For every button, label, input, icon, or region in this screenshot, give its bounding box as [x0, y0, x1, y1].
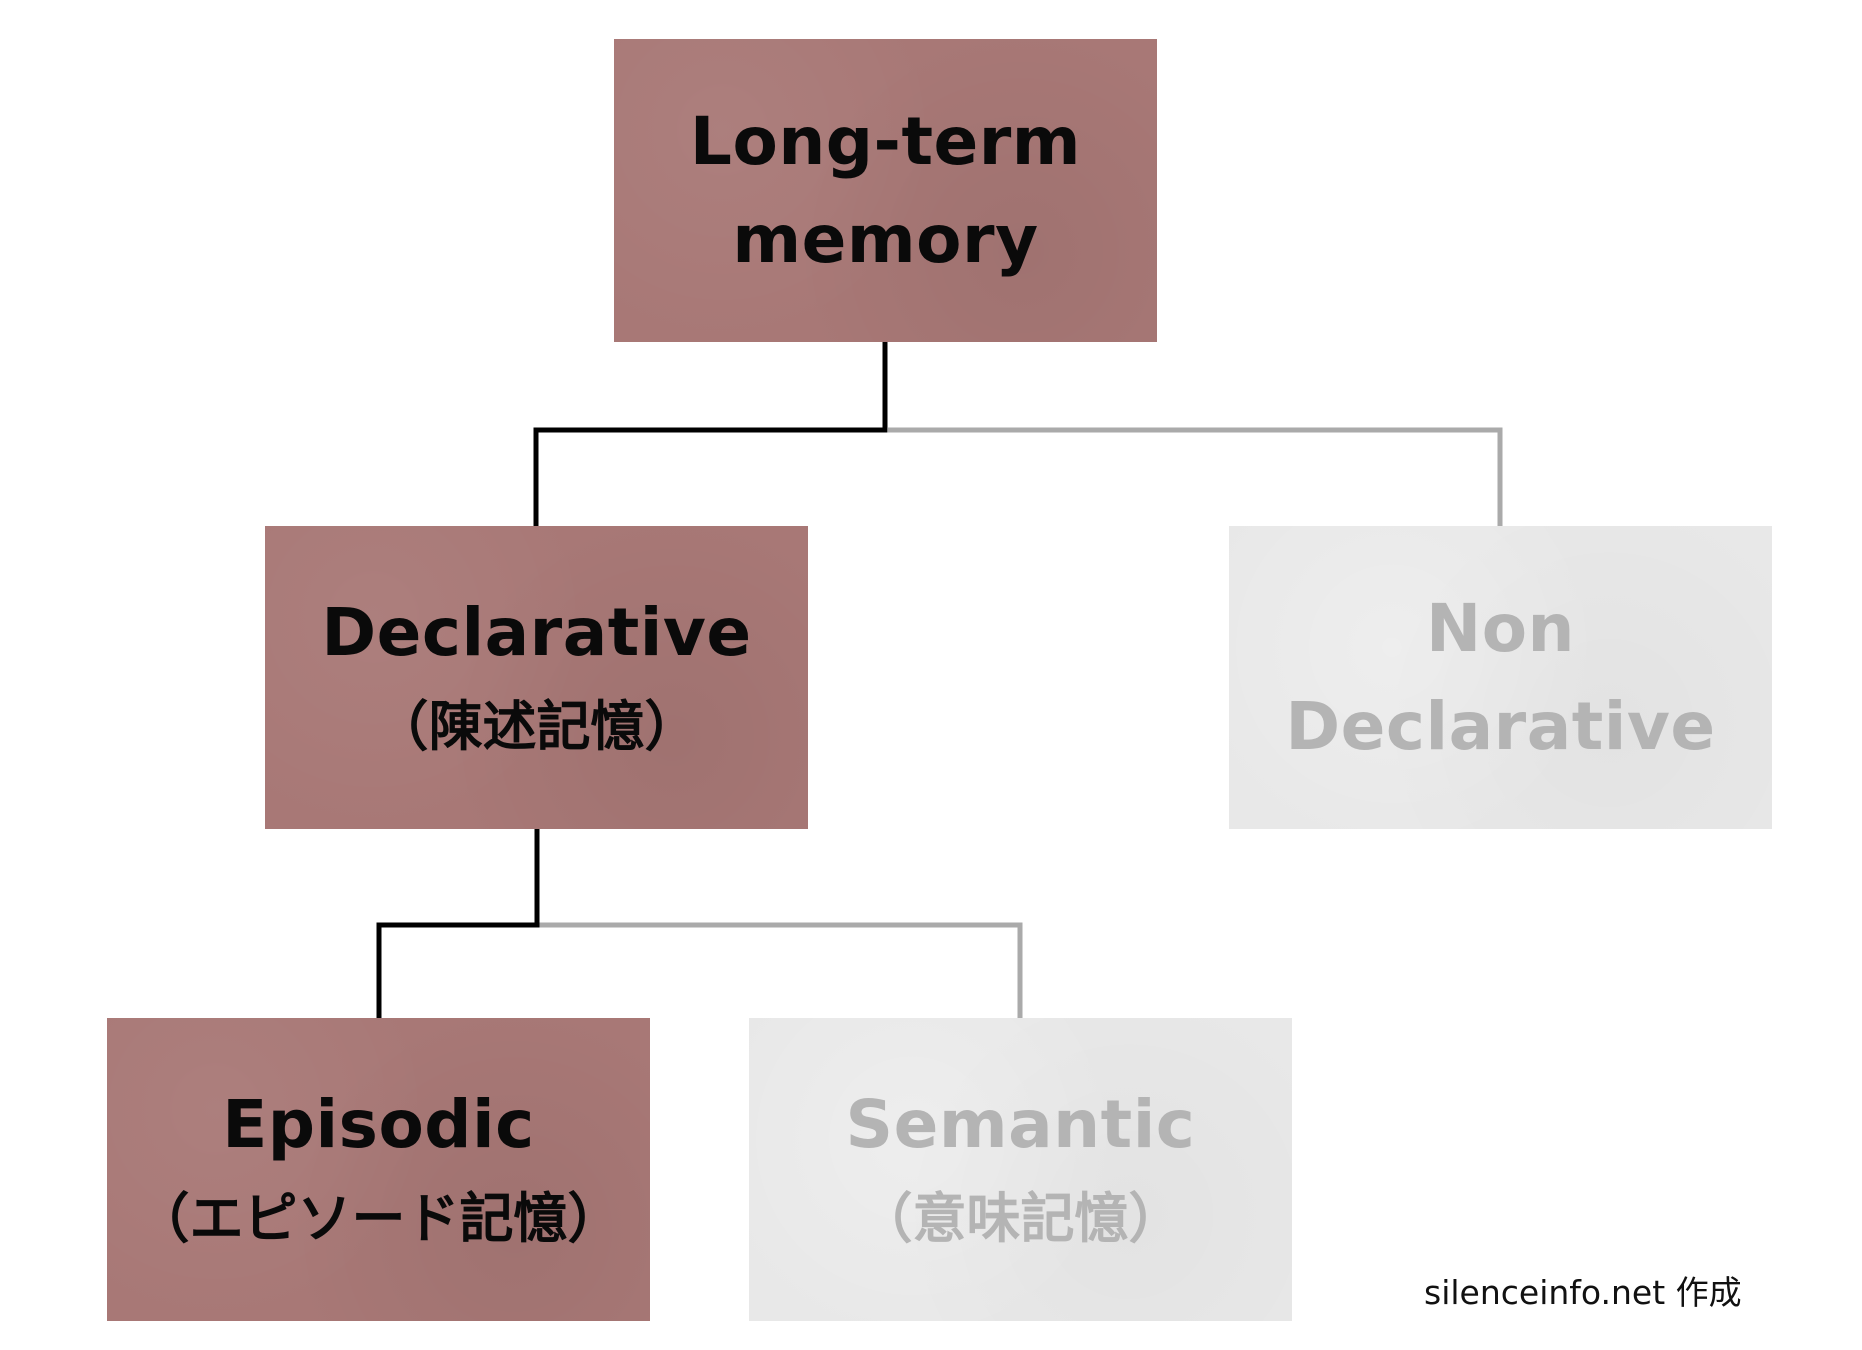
node-non-declarative-line1: Non	[1425, 589, 1576, 667]
connector-to-non-declarative	[888, 427, 1503, 526]
node-semantic: Semantic （意味記憶）	[749, 1018, 1292, 1321]
node-declarative-line2: （陳述記憶）	[374, 694, 699, 758]
node-declarative: Declarative （陳述記憶）	[265, 526, 808, 829]
node-semantic-line2: （意味記憶）	[858, 1186, 1183, 1250]
node-semantic-line1: Semantic	[845, 1085, 1196, 1163]
node-non-declarative: Non Declarative	[1229, 526, 1772, 829]
node-long-term-line2: memory	[732, 200, 1039, 278]
connector-to-semantic	[537, 922, 1023, 1018]
node-episodic-line1: Episodic	[222, 1085, 535, 1163]
credit-text: silenceinfo.net 作成	[1424, 1273, 1742, 1312]
node-non-declarative-line2: Declarative	[1285, 687, 1716, 765]
node-declarative-line1: Declarative	[321, 593, 752, 671]
node-episodic-line2: （エピソード記憶）	[135, 1186, 622, 1250]
node-long-term-line1: Long-term	[689, 102, 1082, 180]
node-episodic: Episodic （エピソード記憶）	[107, 1018, 650, 1321]
connector-long-term-to-declarative	[533, 340, 888, 526]
connector-declarative-to-episodic	[376, 829, 540, 1018]
node-long-term-memory: Long-term memory	[614, 39, 1157, 342]
